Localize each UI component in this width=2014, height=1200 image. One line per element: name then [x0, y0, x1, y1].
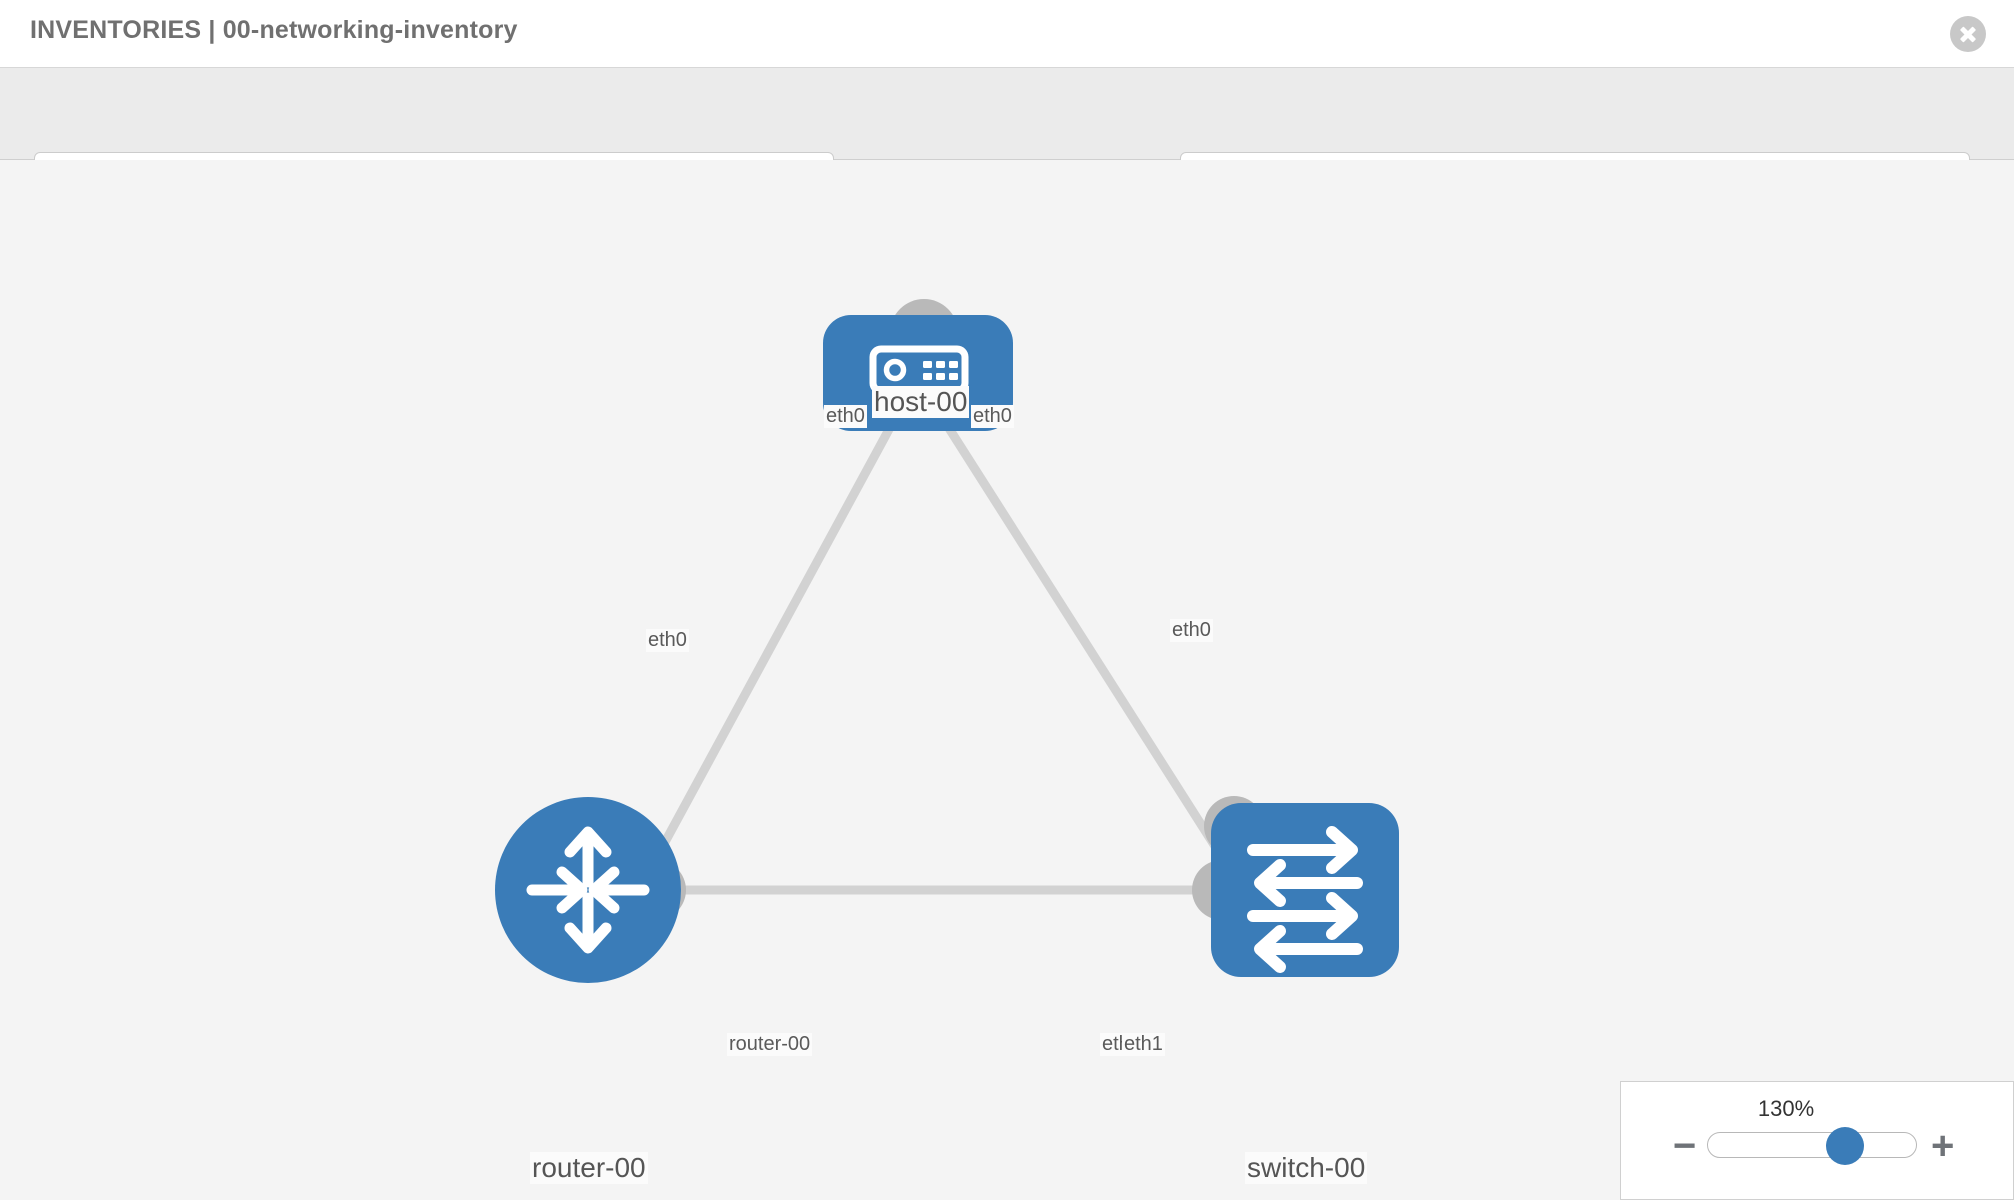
zoom-slider-thumb[interactable] — [1826, 1127, 1864, 1165]
node-text-switch-00: switch-00 — [1245, 1152, 1368, 1184]
zoom-slider[interactable] — [1707, 1127, 1917, 1165]
toolbar: ACTIONS SEARCH — [0, 68, 2014, 210]
zoom-control-panel: 130% − + — [1620, 1081, 2014, 1200]
breadcrumb: INVENTORIES | 00-networking-inventory — [30, 16, 518, 44]
link-host-switch[interactable] — [941, 419, 1229, 865]
zoom-in-button[interactable]: + — [1931, 1124, 1955, 1168]
switch-left-iface-b-label: eth1 — [1122, 1033, 1165, 1056]
node-router-00[interactable] — [495, 797, 681, 983]
zoom-out-button[interactable]: − — [1673, 1124, 1697, 1168]
node-label-host-00: host-00 — [872, 386, 970, 418]
router-up-iface-label: eth0 — [646, 629, 689, 652]
node-label-router-00: router-00 — [727, 1033, 813, 1056]
page-header: INVENTORIES | 00-networking-inventory — [0, 0, 2014, 68]
topology-links — [648, 419, 1229, 895]
node-text-router-00: router-00 — [530, 1152, 648, 1184]
close-icon[interactable] — [1950, 16, 1986, 52]
link-host-router[interactable] — [648, 419, 897, 869]
host-left-iface-label: eth0 — [824, 405, 867, 428]
node-switch-00[interactable] — [1211, 803, 1399, 977]
switch-up-iface-label: eth0 — [1170, 619, 1213, 642]
host-right-iface-label: eth0 — [971, 405, 1014, 428]
zoom-level-value: 130% — [1757, 1096, 1815, 1121]
topology-canvas[interactable]: eth0 host-00 eth0 eth0 eth0 router-00 et… — [0, 160, 2014, 1200]
